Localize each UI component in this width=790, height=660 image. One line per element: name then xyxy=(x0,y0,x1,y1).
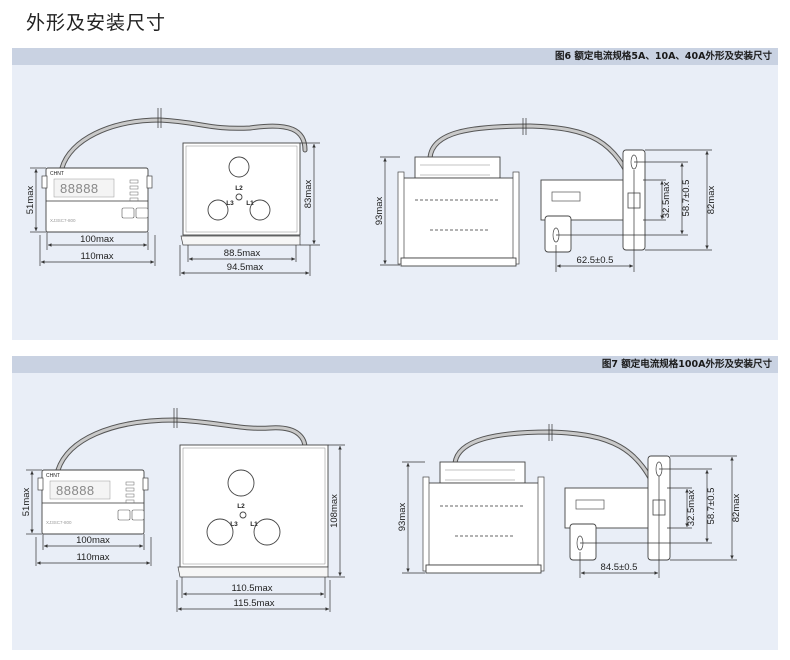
dimension-label: 94.5max xyxy=(227,262,264,273)
drawing-shape xyxy=(575,499,605,510)
dimension-label: 100max xyxy=(76,535,110,546)
drawing-shape xyxy=(125,481,135,486)
dimension-label: L2 xyxy=(237,503,245,510)
dimension-label: L3 xyxy=(226,200,234,207)
meter-terminal-view xyxy=(397,156,520,267)
drawing-shape xyxy=(424,482,543,566)
dimension-label: XJ3SC7-800 xyxy=(46,520,72,525)
drawing-shape xyxy=(400,257,517,267)
drawing-shape xyxy=(425,564,542,574)
drawing-shape xyxy=(537,476,545,572)
dimension-label: 115.5max xyxy=(233,598,274,609)
dimension-label: 82max xyxy=(731,493,742,522)
dimension-label: CHNT xyxy=(46,473,60,479)
dimension-label: 100max xyxy=(80,234,114,245)
drawing-shape xyxy=(397,171,405,265)
current-transformer-front-view: L2 L3 L1 xyxy=(177,444,329,578)
drawing-shape xyxy=(428,124,637,192)
dimension-label: L3 xyxy=(230,521,238,528)
meter-button xyxy=(121,207,135,219)
dimension-label: 32.5max xyxy=(661,182,672,219)
drawing-shape xyxy=(239,511,247,519)
drawing-shape xyxy=(49,480,111,500)
dimension-label: 51max xyxy=(25,185,36,214)
dimension-label: XJ3SC7-800 xyxy=(50,218,76,223)
drawing-shape xyxy=(53,178,115,198)
drawing-shape xyxy=(512,171,520,265)
drawing-shape xyxy=(445,469,515,481)
dimension-label: 51max xyxy=(21,487,32,516)
drawing-shape xyxy=(207,199,229,221)
dimension-label: 110.5max xyxy=(231,583,272,594)
drawing-shape xyxy=(415,199,500,231)
drawing-shape xyxy=(56,418,307,472)
drawing-shape xyxy=(227,469,255,497)
figure-6-drawing: CHNT 88888 XJ3SC7-800 51max 100max 110ma… xyxy=(25,108,717,276)
drawing-shape xyxy=(125,487,135,492)
dimension-label: 62.5±0.5 xyxy=(577,255,614,266)
dimension-label: 82max xyxy=(706,185,717,214)
drawing-shape xyxy=(422,476,430,572)
page-title: 外形及安装尺寸 xyxy=(26,12,167,34)
figure-7-panel: 图7 额定电流规格100A外形及安装尺寸 CHNT 88888 XJ3SC7-8… xyxy=(12,356,778,650)
meter-button xyxy=(131,509,145,521)
drawing-shape xyxy=(37,477,44,491)
dimension-label: 32.5max xyxy=(686,490,697,527)
dimension-label: 93max xyxy=(374,196,385,225)
drawing-shape xyxy=(129,185,139,190)
drawing-shape xyxy=(142,477,149,491)
dimension-label: CHNT xyxy=(50,171,64,177)
drawing-shape xyxy=(249,199,271,221)
meter-button xyxy=(135,207,149,219)
drawing-shape xyxy=(129,179,139,184)
dimension-label: 83max xyxy=(303,179,314,208)
drawing-shape xyxy=(182,447,326,565)
drawing-shape xyxy=(228,156,250,178)
drawing-shape xyxy=(235,193,243,201)
dimension-label: 58.7±0.5 xyxy=(681,180,692,217)
dimension-label: 88888 xyxy=(60,181,99,196)
meter-front-view: CHNT 88888 XJ3SC7-800 xyxy=(37,469,149,535)
meter-terminal-view xyxy=(422,461,545,574)
figure-caption: 图6 额定电流规格5A、10A、40A外形及安装尺寸 xyxy=(12,48,778,65)
drawing-shape xyxy=(41,175,48,189)
figure-caption: 图7 额定电流规格100A外形及安装尺寸 xyxy=(12,356,778,373)
dimension-label: 110max xyxy=(80,251,113,262)
drawing-shape xyxy=(60,118,307,170)
dimension-label: 88.5max xyxy=(224,248,261,259)
dimension-label: 58.7±0.5 xyxy=(706,488,717,525)
drawing-shape xyxy=(206,518,234,546)
drawing-shape xyxy=(440,505,525,537)
drawing-shape xyxy=(185,145,298,233)
drawing-shape xyxy=(125,493,135,498)
figure-6-panel: 图6 额定电流规格5A、10A、40A外形及安装尺寸 CHNT 88888 XJ… xyxy=(12,48,778,340)
drawing-shape xyxy=(129,191,139,196)
meter-button xyxy=(117,509,131,521)
drawing-shape xyxy=(420,164,490,176)
figure-7-drawing: CHNT 88888 XJ3SC7-800 51max 100max 110ma… xyxy=(21,408,742,612)
drawing-shape xyxy=(125,499,135,504)
current-transformer-side-view xyxy=(540,149,646,253)
dimension-label: 93max xyxy=(397,502,408,531)
dimension-label: 84.5±0.5 xyxy=(601,562,638,573)
dimension-label: L1 xyxy=(246,200,254,207)
drawing-shape xyxy=(399,177,518,259)
dimension-label: 110max xyxy=(76,552,109,563)
current-transformer-front-view: L2 L3 L1 xyxy=(180,142,301,246)
meter-front-view: CHNT 88888 XJ3SC7-800 xyxy=(41,167,153,233)
drawing-shape xyxy=(453,430,662,502)
dimension-label: L2 xyxy=(235,185,243,192)
current-transformer-side-view xyxy=(564,455,671,561)
drawing-shape xyxy=(146,175,153,189)
drawing-shape xyxy=(253,518,281,546)
dimension-label: 88888 xyxy=(56,483,95,498)
dimension-label: L1 xyxy=(250,521,258,528)
drawing-shape xyxy=(179,444,329,568)
drawing-shape xyxy=(551,191,581,202)
drawing-shape xyxy=(177,566,329,578)
drawing-shape xyxy=(129,197,139,202)
dimension-label: 108max xyxy=(329,494,340,528)
drawing-shape xyxy=(180,235,301,246)
